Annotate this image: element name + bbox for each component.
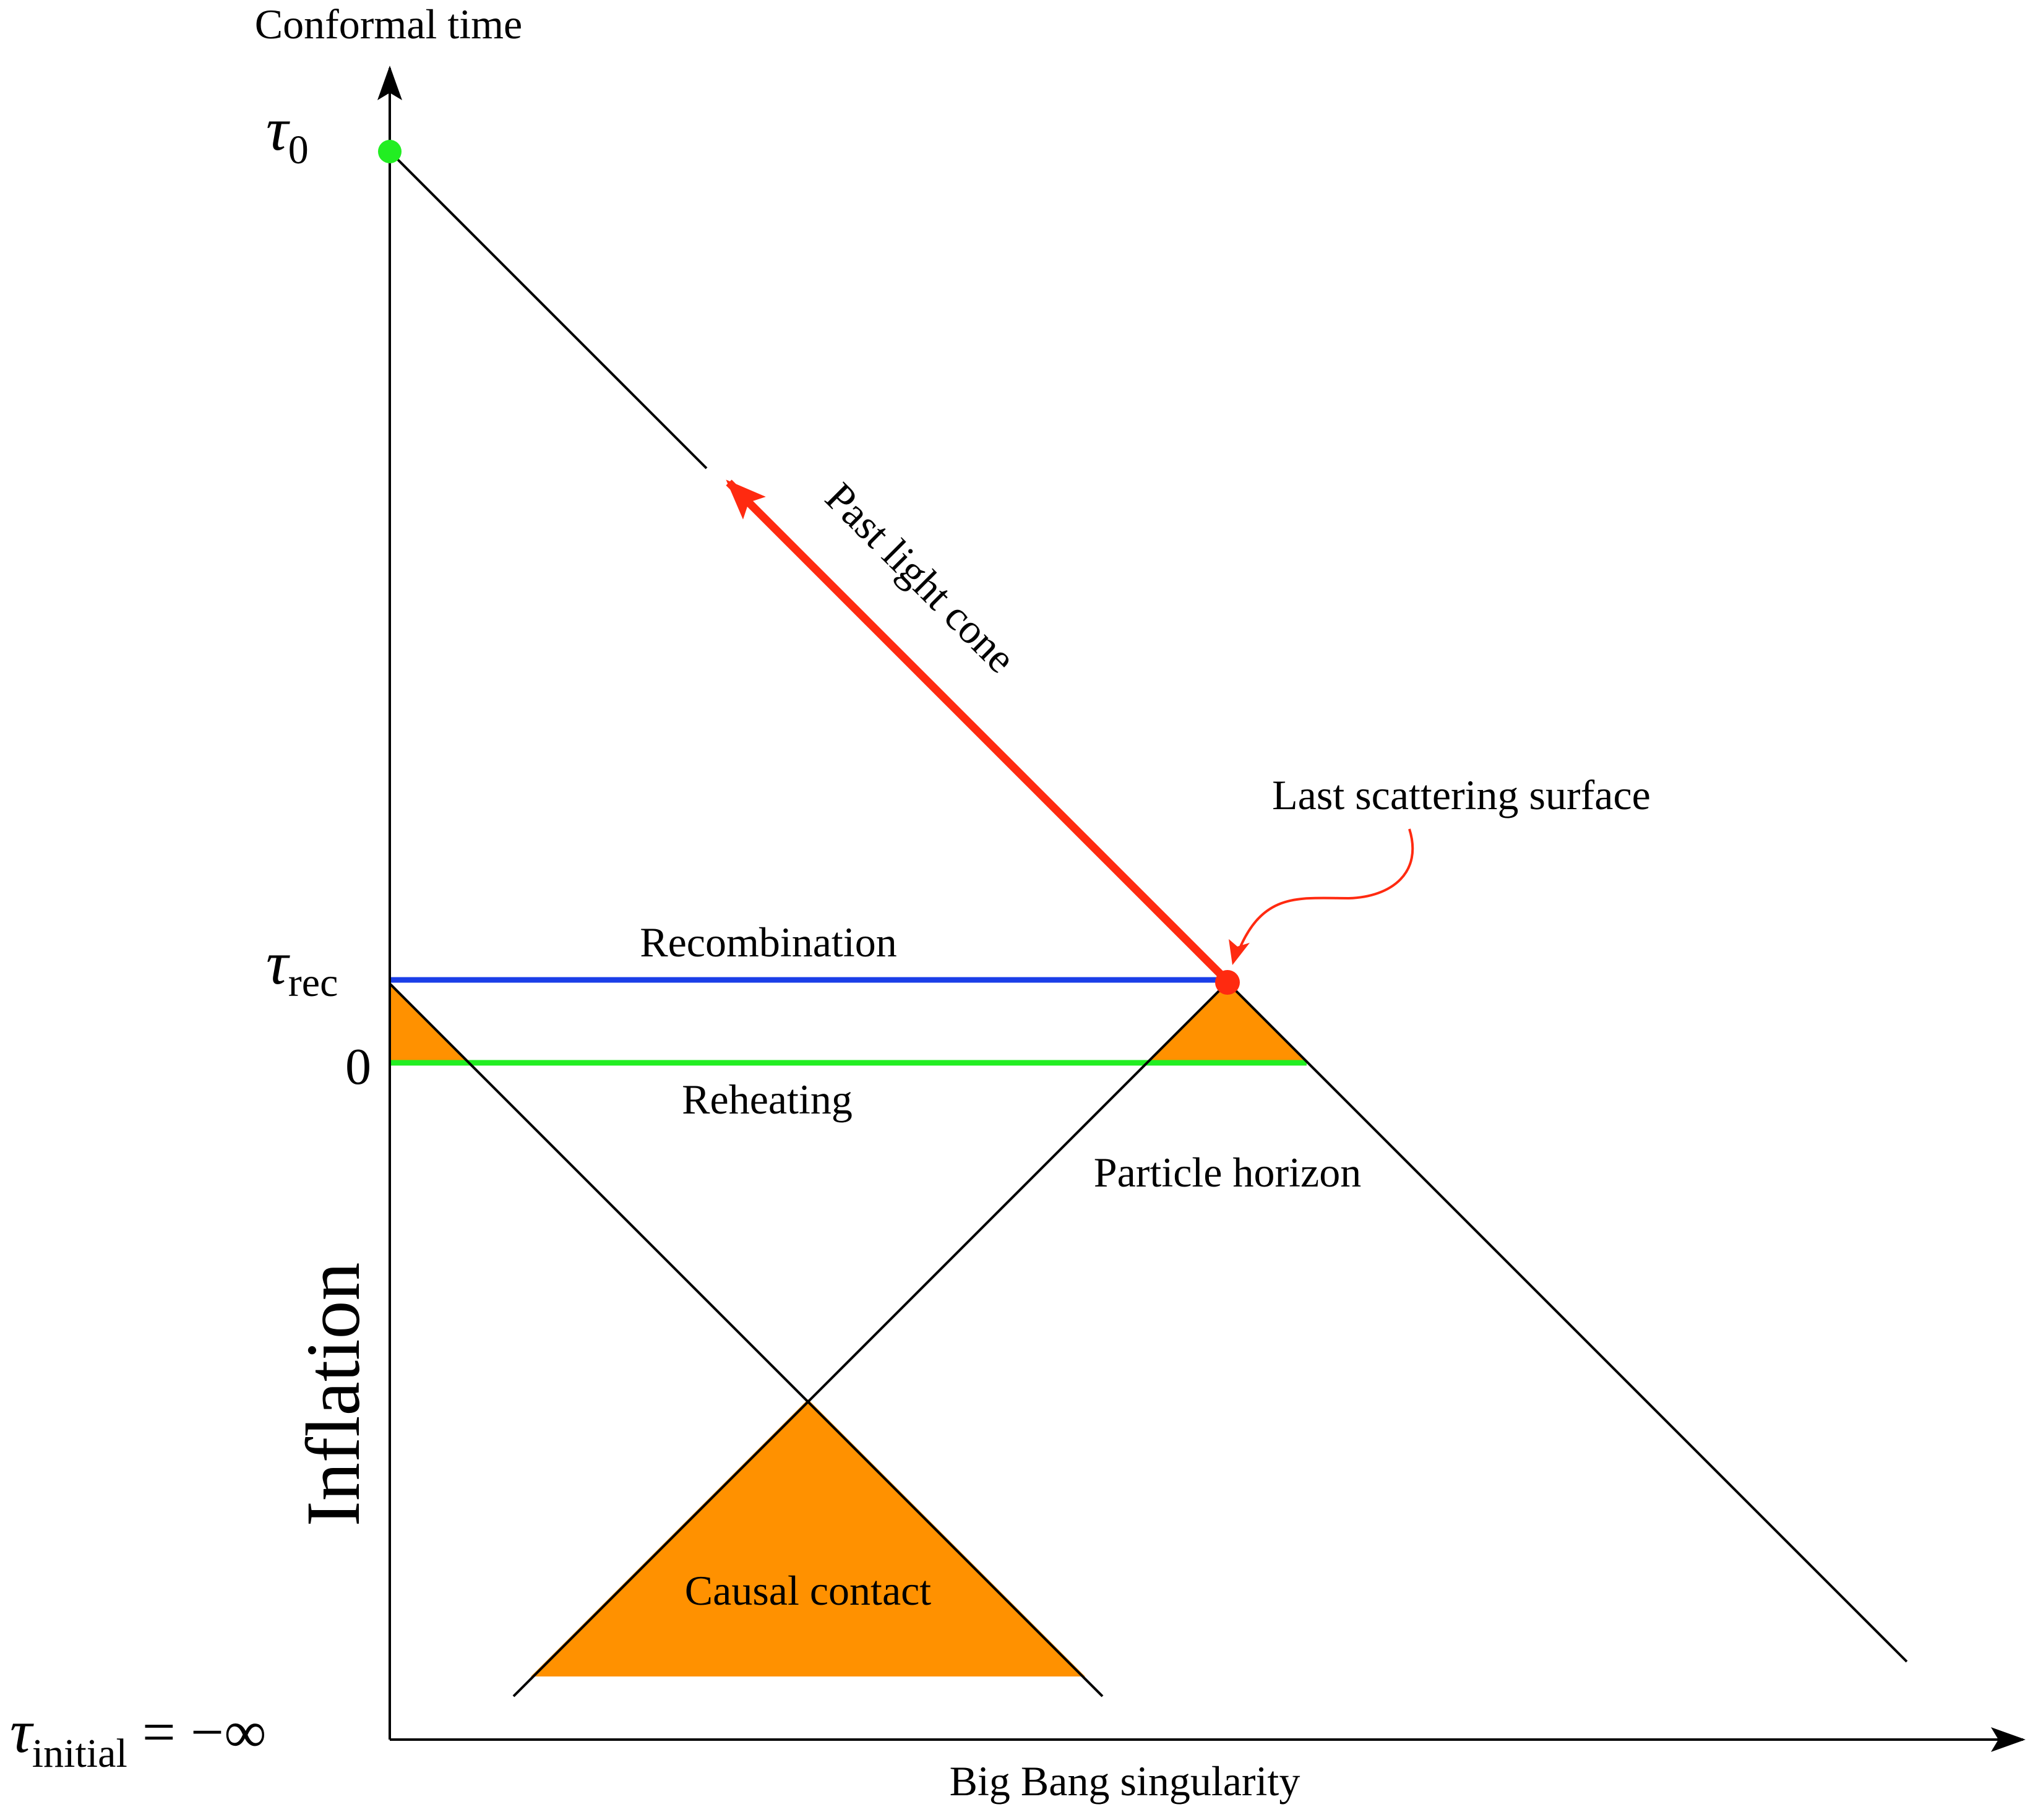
left-light-ray [389, 982, 1104, 1698]
recombination-label: Recombination [640, 919, 896, 966]
observer-past-light-cone [389, 150, 708, 470]
last-scattering-pointer [1236, 828, 1414, 955]
zero-label: 0 [345, 1038, 371, 1096]
causal-contact-region [531, 1399, 1085, 1676]
tau0-symbol: τ [266, 95, 290, 163]
recombination-causal-region [1148, 984, 1307, 1063]
last-scattering-pointer-head [1229, 939, 1250, 965]
y-axis-label: Conformal time [255, 1, 522, 48]
tau-initial-label: τinitial = −∞ [10, 1697, 267, 1776]
last-scattering-label: Last scattering surface [1272, 771, 1651, 818]
past-light-cone-label: Past light cone [817, 473, 1025, 682]
reheating-label: Reheating [682, 1076, 853, 1123]
tau-initial-suffix: = −∞ [127, 1699, 267, 1765]
x-axis-label: Big Bang singularity [950, 1758, 1300, 1805]
inflation-label: Inflation [291, 1263, 376, 1527]
particle-horizon-line [512, 981, 1229, 1698]
particle-horizon-label: Particle horizon [1094, 1149, 1361, 1196]
past-light-cone-arrow [726, 479, 1227, 981]
tau0-subscript: 0 [288, 127, 309, 173]
outer-light-ray [1226, 981, 1908, 1663]
tau-rec-symbol: τ [266, 929, 290, 997]
tau-initial-subscript: initial [32, 1731, 127, 1776]
tau-initial-symbol: τ [10, 1697, 34, 1766]
observer-dot [378, 140, 402, 163]
causal-contact-label: Causal contact [685, 1567, 932, 1614]
tau0-label: τ0 [266, 95, 309, 173]
last-scattering-dot [1215, 970, 1240, 995]
tau-rec-label: τrec [266, 929, 338, 1005]
tau-rec-subscript: rec [288, 960, 338, 1005]
